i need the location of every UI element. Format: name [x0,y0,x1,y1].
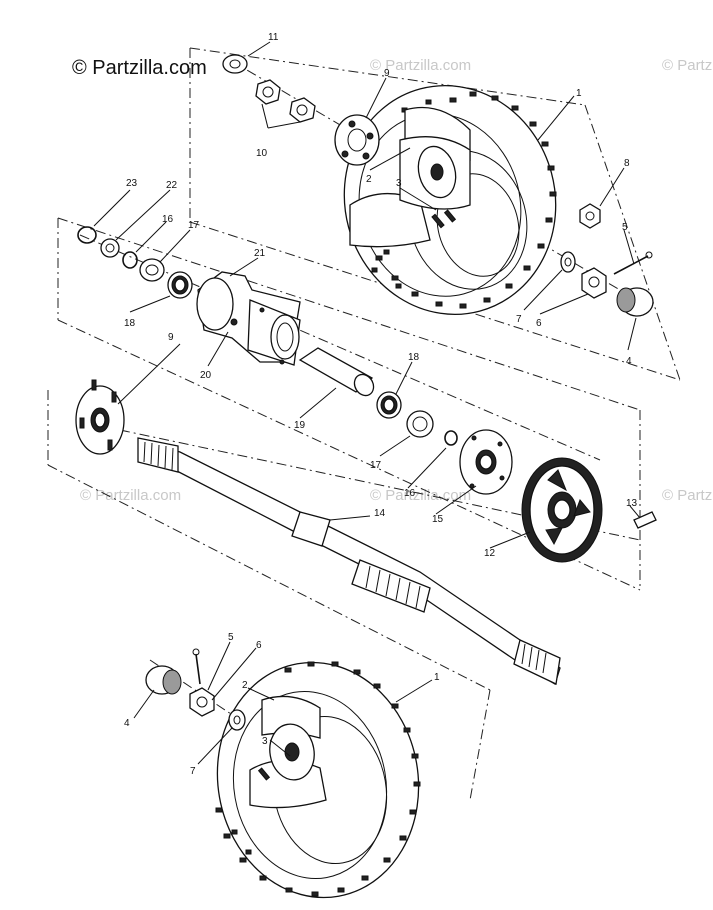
callout-19: 19 [294,420,306,431]
frame-upper [189,47,681,381]
callout-7: 7 [516,314,522,325]
washer-7-lower [228,709,246,731]
bearing-18-right [376,391,402,419]
callout-3-lower: 3 [262,736,268,747]
callout-9: 9 [384,68,390,79]
callout-3: 3 [396,178,402,189]
callout-6-lower: 6 [256,640,262,651]
frame-lower [47,390,491,801]
upper-wheel-tire [343,84,557,316]
callout-17-right: 17 [370,460,382,471]
watermark-text: © Partzilla.com [662,57,713,74]
snap-ring-23 [77,226,97,244]
washer-11 [222,54,248,74]
o-ring-16-right [444,430,458,446]
nut-8 [579,203,601,229]
callout-9-lower: 9 [168,332,174,343]
callout-16-right: 16 [404,488,416,499]
leader-lines [93,41,641,765]
callout-2: 2 [366,174,372,185]
brand-logo-text: © Partzilla.com [72,57,207,79]
hub-flange-upper [334,114,380,166]
hub-cap-4-lower [145,665,182,695]
callout-10: 10 [256,148,268,159]
callout-7-lower: 7 [190,766,196,777]
callout-17: 17 [188,220,200,231]
callout-1: 1 [576,88,582,99]
callout-5: 5 [622,222,628,233]
seal-17-left [139,258,165,282]
o-ring-16 [122,251,138,269]
callout-22: 22 [166,180,178,191]
callout-12: 12 [484,548,496,559]
watermark-text: © Partzilla.com [370,57,471,74]
sprocket-12 [521,457,603,563]
callout-6: 6 [536,318,542,329]
callout-1-lower: 1 [434,672,440,683]
callout-5-lower: 5 [228,632,234,643]
callout-18: 18 [124,318,136,329]
washer-7 [560,251,576,273]
bolt-13 [633,511,657,529]
callout-11: 11 [268,32,279,43]
bearing-18-left [167,271,193,299]
callout-18-right: 18 [408,352,420,363]
axle-housing-21 [196,271,301,366]
callout-labels: 11 9 10 1 2 3 8 5 7 6 4 23 22 16 17 18 2… [124,32,638,777]
callout-15: 15 [432,514,444,525]
callout-21: 21 [254,248,266,259]
castle-nut-6 [581,267,607,299]
callout-4-lower: 4 [124,718,130,729]
sprocket-hub-15 [459,429,513,495]
callout-2-lower: 2 [242,680,248,691]
watermark-text: © Partzilla.com [80,487,181,504]
callout-23: 23 [126,178,138,189]
callout-20: 20 [200,370,212,381]
cotter-pin-5-lower [192,648,201,685]
castle-nut-6-lower [189,687,215,717]
hub-flange-lower [75,379,125,455]
axle-shaft-14 [137,437,561,685]
seal-17-right [406,410,434,438]
callout-13: 13 [626,498,638,509]
callout-8: 8 [624,158,630,169]
callout-16: 16 [162,214,174,225]
cotter-pin-5 [613,251,653,275]
hex-nuts-10 [255,79,316,123]
watermark-text: © Partzilla.com [662,487,713,504]
callout-14: 14 [374,508,386,519]
spacer-22 [100,238,120,258]
hub-cap-4 [616,287,654,317]
lower-wheel-tire [215,661,421,899]
spacer-tube-19 [298,347,375,397]
callout-4: 4 [626,356,632,367]
